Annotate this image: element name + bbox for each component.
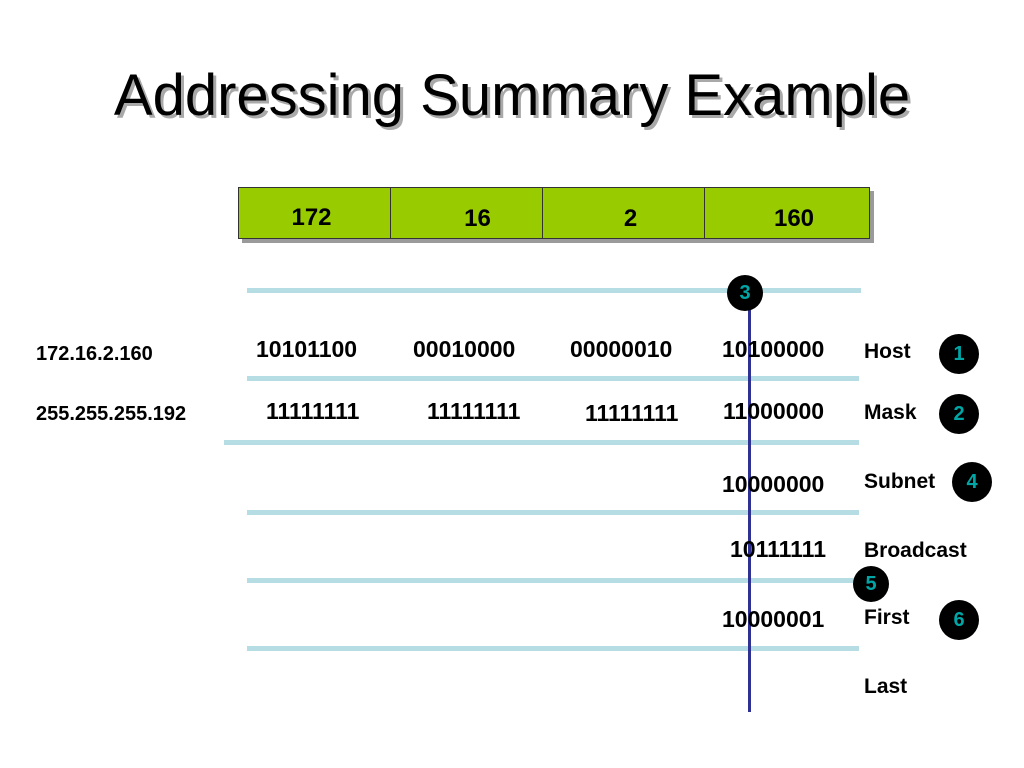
host-bits-octet-1: 10101100 (256, 336, 358, 362)
step-2-marker: 2 (939, 394, 979, 434)
slide-title: Addressing Summary Example (113, 63, 911, 128)
subnet-bits: 10000000 (722, 471, 825, 497)
mask-bits-octet-4: 11000000 (723, 398, 825, 424)
row-rule (247, 376, 859, 381)
step-1-marker: 1 (939, 334, 979, 374)
mask-bits-octet-1: 11111111 (266, 398, 360, 424)
mask-label: Mask (864, 401, 917, 424)
network-host-divider (748, 282, 751, 712)
step-4-marker: 4 (952, 462, 992, 502)
subnet-label: Subnet (864, 470, 936, 493)
mask-bits-octet-3: 11111111 (585, 400, 679, 426)
octet-bar: 172 16 2 160 (238, 187, 870, 239)
mask-bits-octet-2: 11111111 (427, 398, 521, 424)
host-label: Host (864, 340, 911, 363)
broadcast-label: Broadcast (864, 539, 967, 562)
host-bits-octet-4: 10100000 (722, 336, 825, 362)
row-rule (247, 288, 861, 293)
row-rule (247, 646, 859, 651)
broadcast-bits: 10111111 (730, 536, 826, 562)
octet-1: 172 (238, 187, 391, 239)
octet-4: 160 (704, 187, 870, 239)
first-label: First (864, 606, 910, 629)
host-bits-octet-2: 00010000 (413, 336, 516, 362)
octet-3: 2 (542, 187, 705, 239)
row-rule (224, 440, 859, 445)
row-rule (247, 578, 859, 583)
step-6-marker: 6 (939, 600, 979, 640)
last-label: Last (864, 675, 908, 698)
host-ip-address: 172.16.2.160 (36, 343, 153, 365)
step-5-marker: 5 (853, 566, 889, 602)
mask-ip-address: 255.255.255.192 (36, 403, 187, 425)
step-3-marker: 3 (727, 275, 763, 311)
host-bits-octet-3: 00000010 (570, 336, 673, 362)
first-bits: 10000001 (722, 606, 825, 632)
octet-2: 16 (390, 187, 543, 239)
row-rule (247, 510, 859, 515)
